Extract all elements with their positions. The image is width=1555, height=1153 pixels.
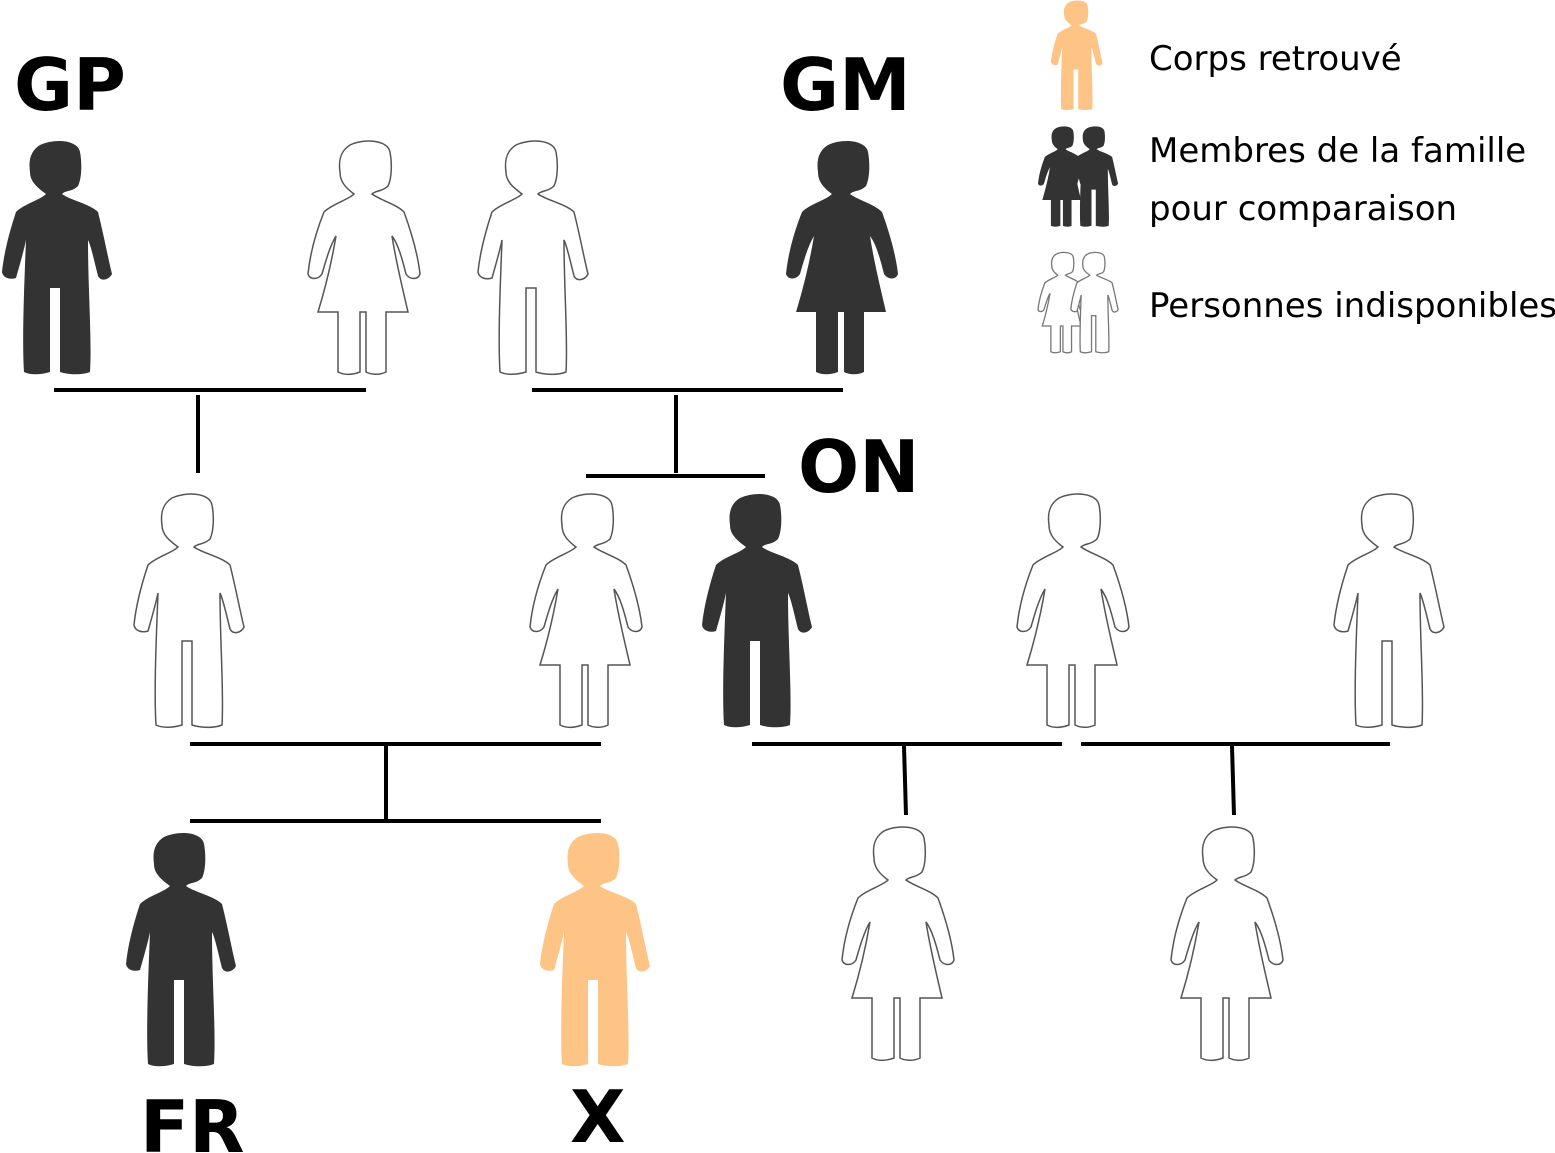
label-x: X [570, 1075, 626, 1153]
person-gen2-male-2 [1333, 493, 1445, 729]
person-gen3-female-1 [841, 826, 955, 1062]
legend-unavailable-icon [1037, 251, 1119, 354]
label-gp: GP [14, 43, 126, 127]
tree-lines [54, 388, 1390, 823]
person-on [702, 493, 812, 728]
person-gen2-female-1 [529, 493, 643, 729]
legend-found-icon [1050, 0, 1103, 111]
descent-line-on [902, 745, 908, 816]
legend-family-label-line2: pour comparaison [1149, 189, 1457, 229]
legend-unavailable-label: Personnes indisponibles [1149, 286, 1555, 326]
person-gen3-female-2 [1170, 826, 1284, 1062]
legend: Corps retrouvé Membres de la famille pou… [1037, 0, 1555, 354]
person-gen2-female-2 [1016, 493, 1130, 729]
label-gm: GM [780, 43, 911, 127]
person-gen2-male-1 [133, 493, 245, 729]
label-on: ON [798, 425, 919, 509]
person-gp [2, 140, 112, 375]
label-fr: FR [140, 1085, 245, 1153]
person-x [540, 832, 650, 1067]
person-gm [786, 140, 898, 375]
person-gen1-unknown-male [477, 140, 589, 376]
descent-line-gen2-right [1230, 745, 1236, 816]
person-fr [126, 832, 236, 1067]
legend-family-icon [1038, 126, 1119, 227]
person-gen1-unknown-female [307, 140, 421, 376]
legend-family-label-line1: Membres de la famille [1149, 131, 1526, 171]
legend-found-label: Corps retrouvé [1149, 39, 1402, 79]
